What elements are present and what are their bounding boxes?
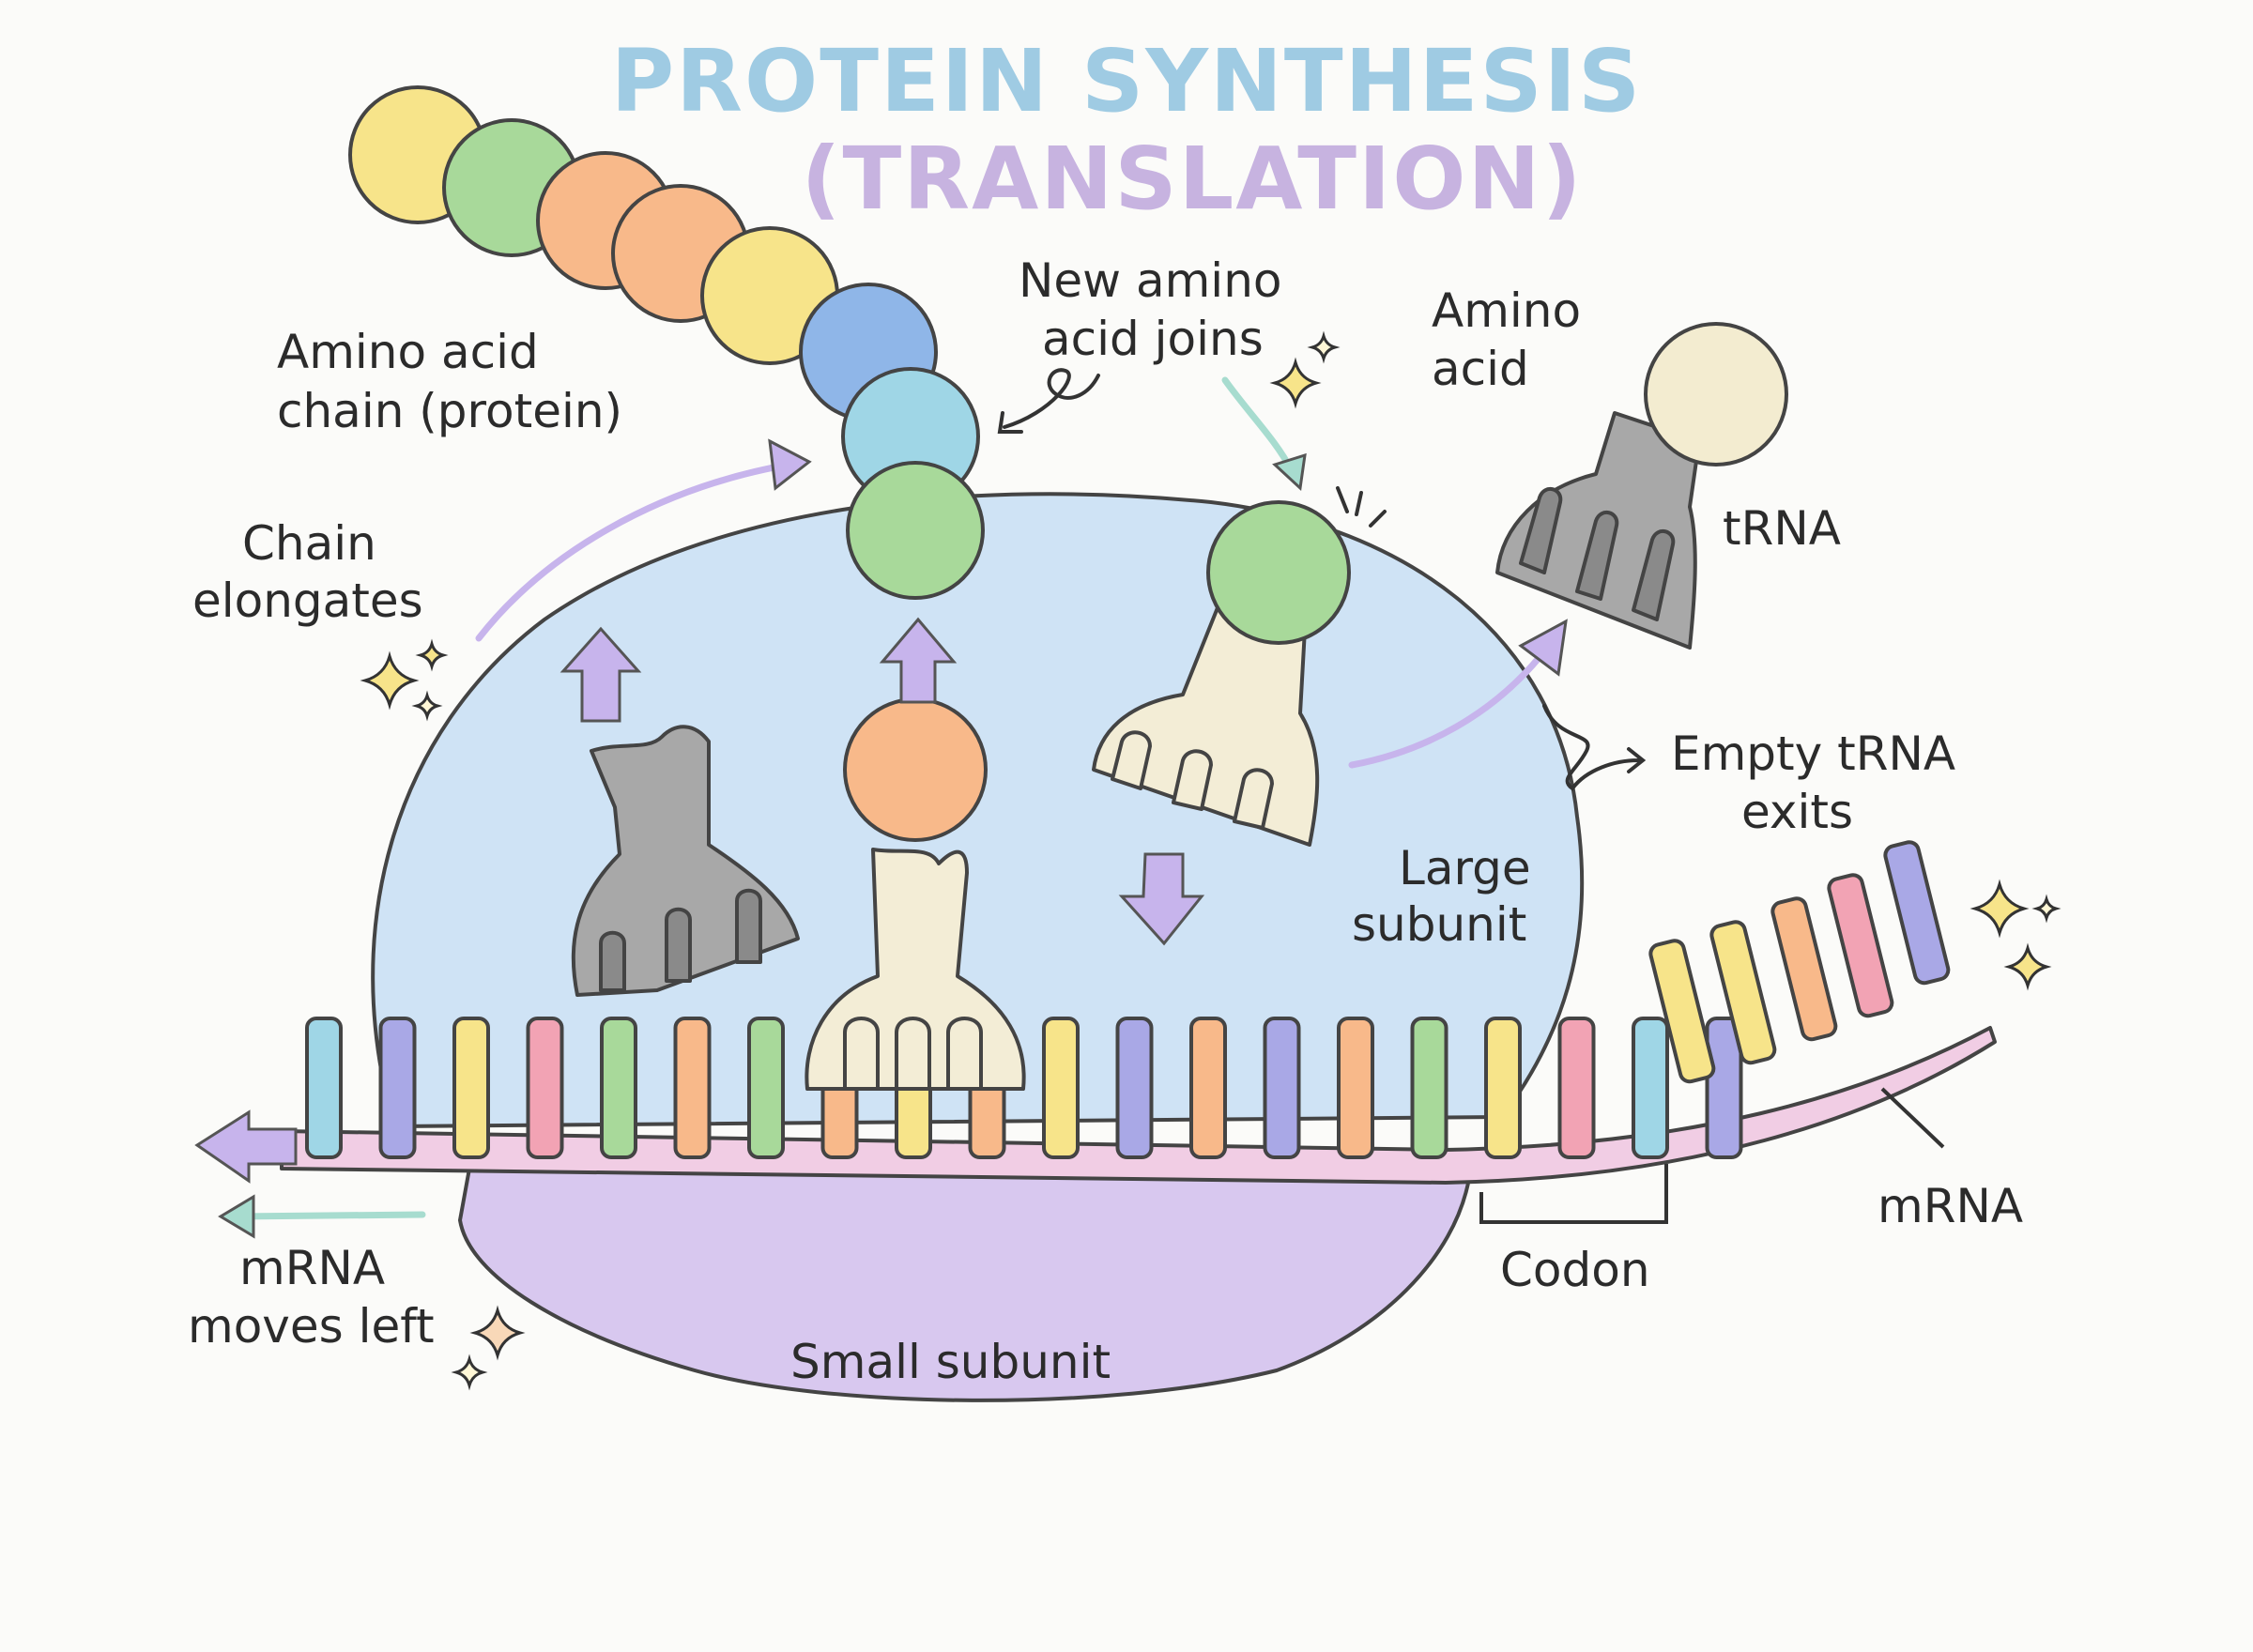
- label-empty-trna-2: exits: [1741, 785, 1853, 839]
- sparkle-icon: [1969, 879, 2030, 939]
- nucleotide-base: [1883, 840, 1951, 986]
- label-amino-acid-2: acid: [1432, 342, 1529, 396]
- amino-acid-chain: [348, 85, 985, 600]
- nucleotide-base: [1557, 1017, 1596, 1159]
- title-line-2: (TRANSLATION): [801, 129, 1583, 229]
- mrna-moves-arrowhead-icon: [218, 1194, 255, 1239]
- nucleotide-base: [378, 1017, 417, 1159]
- label-chain-elongates-1: Chain: [242, 516, 376, 571]
- trna-empty: [1495, 411, 1701, 650]
- down-arrow-icon: [1118, 852, 1205, 946]
- sparkle-icon: [1269, 357, 1322, 409]
- label-new-amino-2: acid joins: [1042, 312, 1264, 366]
- sparkle-icon: [360, 650, 420, 711]
- codon-bracket: [1479, 1164, 1668, 1224]
- label-chain-protein-2: chain (protein): [277, 384, 622, 438]
- label-large-subunit-1: Large: [1399, 841, 1531, 895]
- empty-trna-swirl-arrow-icon: [1542, 704, 1647, 791]
- nucleotide-base: [1189, 1017, 1227, 1159]
- new-amino-arrow-icon: [1221, 376, 1295, 473]
- impact-lines-icon: [1336, 486, 1387, 528]
- sparkle-icon: [2003, 942, 2052, 991]
- mrna-pointer: [1880, 1087, 1945, 1149]
- new-amino-swirl-arrow-icon: [997, 368, 1100, 434]
- sparkle-icon: [1307, 330, 1341, 364]
- nucleotide-base: [1827, 873, 1894, 1018]
- label-mrna: mRNA: [1878, 1179, 2023, 1233]
- nucleotide-base: [1115, 1017, 1154, 1159]
- label-chain-protein-1: Amino acid: [277, 325, 539, 379]
- amino-acid-green-incoming: [1206, 500, 1351, 645]
- sparkle-icon: [411, 690, 443, 722]
- sparkle-icon: [415, 638, 449, 672]
- up-arrow-middle-icon: [879, 617, 958, 704]
- nucleotide-base: [1263, 1017, 1301, 1159]
- nucleotide-base: [305, 1017, 343, 1159]
- nucleotide-base: [1770, 896, 1838, 1042]
- amino-acid-orange: [843, 697, 988, 842]
- nucleotide-base: [747, 1017, 785, 1159]
- label-mrna-moves-2: moves left: [188, 1299, 435, 1354]
- trna-exiting-left: [571, 725, 800, 997]
- nucleotide-base: [1648, 939, 1716, 1084]
- sparkle-icon: [451, 1354, 488, 1391]
- label-large-subunit-2: subunit: [1352, 897, 1526, 952]
- label-amino-acid-1: Amino: [1432, 283, 1581, 338]
- label-empty-trna-1: Empty tRNA: [1671, 727, 1955, 781]
- label-mrna-moves-1: mRNA: [239, 1241, 385, 1295]
- nucleotide-base: [1705, 1017, 1743, 1159]
- title-line-1: PROTEIN SYNTHESIS: [611, 31, 1643, 131]
- nucleotide-bases: [305, 840, 1951, 1159]
- up-arrow-left-icon: [559, 626, 642, 723]
- chain-elongates-arrow-icon: [475, 461, 792, 642]
- nucleotide-base: [1337, 1017, 1374, 1159]
- nucleotide-base: [1484, 1017, 1522, 1159]
- label-small-subunit: Small subunit: [790, 1335, 1111, 1389]
- label-trna: tRNA: [1723, 501, 1841, 556]
- nucleotide-base: [673, 1017, 712, 1159]
- label-new-amino-1: New amino: [1019, 253, 1281, 308]
- nucleotide-base: [1709, 920, 1777, 1065]
- new-amino-arrowhead-icon: [1272, 452, 1307, 492]
- nucleotide-base: [1632, 1017, 1669, 1159]
- nucleotide-base: [600, 1017, 637, 1159]
- nucleotide-base: [526, 1017, 564, 1159]
- mrna-moves-arrow-icon: [231, 1211, 426, 1220]
- sparkle-icon: [469, 1305, 526, 1361]
- chain-elongates-arrowhead-icon: [768, 438, 812, 491]
- mrna-left-arrow-icon: [194, 1109, 298, 1184]
- nucleotide-base: [452, 1017, 490, 1159]
- nucleotide-base: [1410, 1017, 1448, 1159]
- exit-arrowhead-icon: [1518, 619, 1568, 677]
- trna-p-site: [805, 848, 1026, 1091]
- nucleotide-base: [1042, 1017, 1080, 1159]
- exit-arrow-icon: [1348, 653, 1543, 769]
- trna-a-site: [1092, 599, 1320, 847]
- amino-acid-bead: [846, 461, 985, 600]
- label-codon: Codon: [1500, 1243, 1650, 1297]
- amino-acid-tRNA-cream: [1644, 322, 1788, 467]
- label-chain-elongates-2: elongates: [192, 574, 423, 628]
- sparkles: [360, 330, 2061, 1391]
- sparkle-icon: [2031, 894, 2061, 924]
